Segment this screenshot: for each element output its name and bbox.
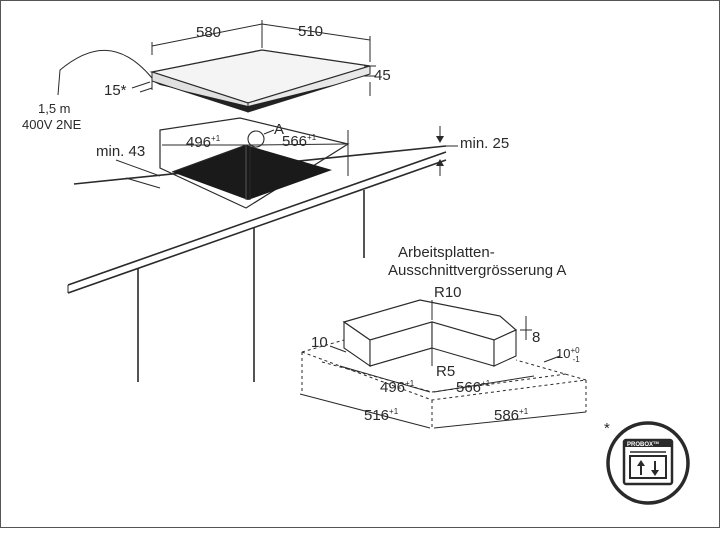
detail-title-line2: Ausschnittvergrösserung A — [388, 262, 566, 279]
min-back-label: min. 25 — [460, 135, 509, 152]
probox-label: PROBOXTM — [627, 440, 659, 448]
hob-height-label: 45 — [374, 67, 391, 84]
cutout-depth-label: 566+1 — [282, 133, 317, 150]
detail-drawing — [299, 299, 587, 430]
hob-angle-label: 15* — [104, 82, 127, 99]
hob-depth-label: 510 — [298, 23, 323, 40]
min-front-label: min. 43 — [96, 143, 145, 160]
marker-a-label: A — [274, 121, 284, 138]
cable-length-label: 1,5 m — [38, 101, 71, 116]
detail-inner-d: 566+1 — [456, 379, 491, 396]
detail-thickness: 10+0-1 — [556, 346, 580, 364]
detail-inner-w: 496+1 — [380, 379, 415, 396]
hob-width-label: 580 — [196, 24, 221, 41]
marker-a-circle — [247, 130, 265, 148]
up-arrow-icon — [637, 460, 645, 475]
detail-title-line1: Arbeitsplatten- — [398, 244, 495, 261]
down-arrow-icon — [651, 461, 659, 476]
detail-outer-d: 586+1 — [494, 407, 529, 424]
cable-line — [57, 49, 153, 96]
cutout-width-label: 496+1 — [186, 134, 221, 151]
detail-r-outer: R10 — [434, 284, 462, 301]
hob-drawing — [57, 20, 376, 113]
detail-outer-w: 516+1 — [364, 407, 399, 424]
probox-badge — [606, 421, 690, 505]
worktop-drawing — [67, 117, 458, 382]
detail-step: 8 — [532, 329, 540, 346]
detail-r-inner: R5 — [436, 363, 455, 380]
probox-asterisk: * — [604, 420, 610, 437]
detail-edge: 10 — [311, 334, 328, 351]
cable-spec-label: 400V 2NE — [22, 117, 82, 132]
